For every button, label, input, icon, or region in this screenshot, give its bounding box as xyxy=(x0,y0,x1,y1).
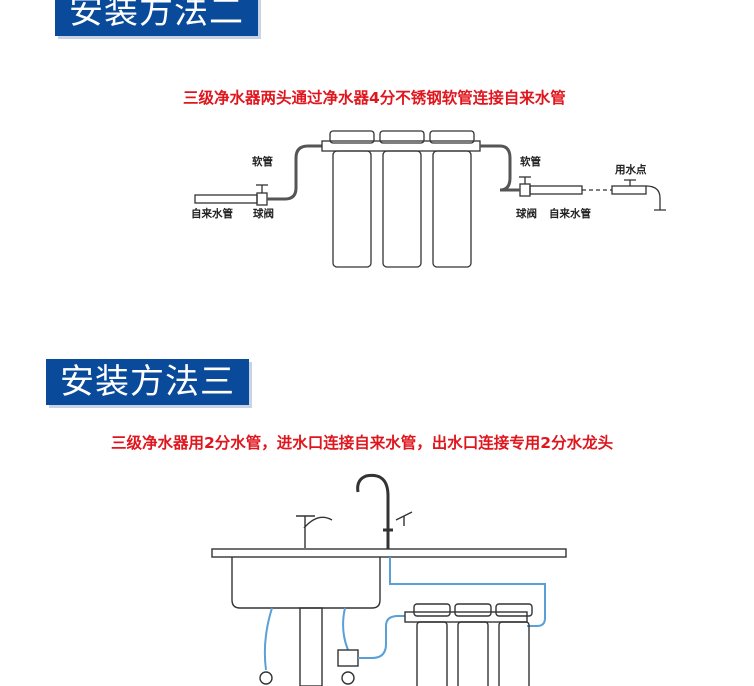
drain-pipe-shape xyxy=(299,607,323,686)
label-hose-left: 软管 xyxy=(252,156,273,168)
label-water-point: 用水点 xyxy=(615,164,647,176)
filter-manifold-shape xyxy=(404,611,528,623)
outlet-tube-shape xyxy=(389,557,546,627)
purified-faucet-shape xyxy=(356,473,393,549)
countertop-shape xyxy=(211,548,567,558)
hose-left-shape xyxy=(267,144,322,201)
tap-pipe-left-shape xyxy=(194,194,258,204)
section-2-caption: 三级净水器两头通过净水器4分不锈钢软管连接自来水管 xyxy=(183,89,566,107)
feed-hose-right-shape xyxy=(342,607,349,651)
label-ball-valve-right: 球阀 xyxy=(516,208,537,220)
inlet-tube-shape xyxy=(358,615,405,659)
ball-valve-left-shape xyxy=(256,192,268,206)
sink-basin-shape xyxy=(231,557,381,609)
label-tap-pipe-right: 自来水管 xyxy=(549,208,591,220)
filter-housings-method-3 xyxy=(413,603,533,686)
diagram-method-3 xyxy=(211,473,567,686)
filter-housings-method-2 xyxy=(329,130,475,268)
hose-right-shape xyxy=(480,144,512,192)
kitchen-faucet-shape xyxy=(296,515,333,548)
section-3-heading: 安装方法三 xyxy=(46,359,249,405)
faucet-point-shape xyxy=(611,185,647,195)
section-3-caption: 三级净水器用2分水管，进水口连接自来水管，出水口连接专用2分水龙头 xyxy=(111,434,614,452)
tap-pipe-right-shape xyxy=(529,185,583,195)
label-ball-valve-left: 球阀 xyxy=(253,208,274,220)
diagram-method-2 xyxy=(194,130,666,268)
feed-hose-left-shape xyxy=(263,607,273,671)
label-tap-pipe-left: 自来水管 xyxy=(191,208,233,220)
label-hose-right: 软管 xyxy=(520,156,541,168)
section-2-heading: 安装方法二 xyxy=(55,0,258,36)
